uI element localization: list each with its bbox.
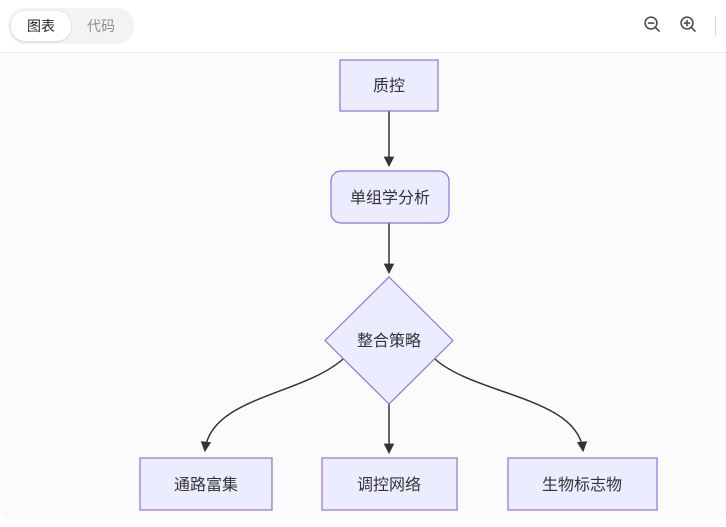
node-pathway: 通路富集 (139, 457, 273, 511)
node-single-omics: 单组学分析 (330, 170, 450, 224)
tab-chart[interactable]: 图表 (11, 11, 71, 41)
edge-strategy-to-pathway (200, 358, 344, 453)
zoom-in-icon (679, 15, 698, 37)
node-qc: 质控 (339, 59, 439, 112)
diagram-canvas: 质控 单组学分析 整合策略 通路富集 调控网络 生物标志物 (0, 53, 726, 520)
zoom-controls (637, 11, 716, 41)
tab-code[interactable]: 代码 (71, 11, 131, 41)
node-network: 调控网络 (321, 457, 458, 511)
node-strategy: 整合策略 (324, 276, 454, 405)
node-biomarker: 生物标志物 (507, 457, 658, 511)
node-pathway-label: 通路富集 (174, 476, 238, 494)
toolbar: 图表 代码 (0, 0, 726, 53)
node-single-omics-label: 单组学分析 (350, 189, 430, 207)
edge-strategy-to-biomarker (434, 358, 588, 453)
view-switcher: 图表 代码 (8, 8, 134, 44)
zoom-in-button[interactable] (673, 11, 703, 41)
node-qc-label: 质控 (373, 77, 405, 95)
node-biomarker-label: 生物标志物 (542, 476, 622, 494)
edges (200, 111, 588, 455)
node-strategy-label: 整合策略 (357, 332, 421, 350)
node-network-label: 调控网络 (357, 475, 421, 494)
zoom-out-icon (643, 15, 662, 37)
toolbar-divider (715, 16, 716, 36)
zoom-out-button[interactable] (637, 11, 667, 41)
flowchart-svg: 质控 单组学分析 整合策略 通路富集 调控网络 生物标志物 (139, 59, 658, 511)
